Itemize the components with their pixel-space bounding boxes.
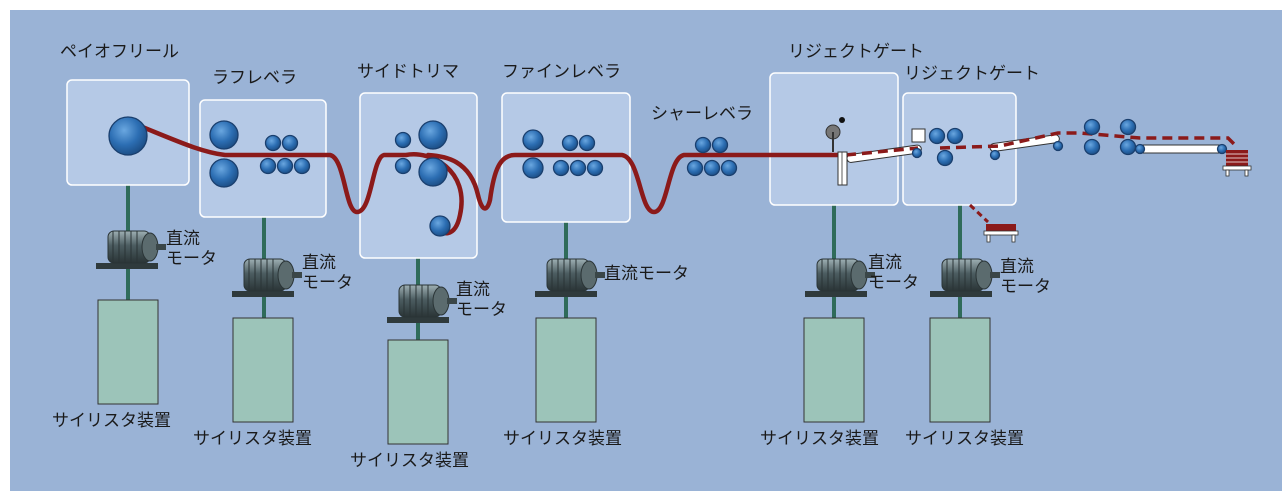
reject-chute [968, 203, 990, 224]
motor-label-6: 直流モータ [1000, 257, 1051, 297]
diagram-panel [10, 10, 1282, 491]
shear-icon [825, 117, 926, 186]
motor-label-1: 直流モータ [166, 229, 217, 269]
motor-label-5: 直流モータ [868, 253, 919, 293]
thyristor-label-4: サイリスタ装置 [503, 429, 622, 449]
thyristor-label-5: サイリスタ装置 [760, 429, 879, 449]
motor-label-3: 直流モータ [456, 280, 507, 320]
thyristor-label-1: サイリスタ装置 [52, 411, 171, 431]
station-title-shear-leveler: シャーレベラ [651, 104, 753, 124]
roller-icon [108, 116, 1228, 237]
strip-path [127, 119, 849, 236]
thyristor-label-6: サイリスタ装置 [905, 429, 1024, 449]
station-title-payoff-reel: ペイオフリール [60, 42, 179, 62]
thyristor-cabinets [97, 299, 991, 445]
station-title-reject-gate-1: リジェクトゲート [788, 42, 924, 62]
thyristor-label-2: サイリスタ装置 [193, 429, 312, 449]
thyristor-label-3: サイリスタ装置 [350, 451, 469, 471]
motor-label-4: 直流モータ [604, 264, 689, 284]
strip-dashed [845, 131, 1240, 157]
cart-icon [983, 150, 1252, 243]
station-title-fine-leveler: ファインレベラ [502, 62, 621, 82]
station-title-reject-gate-2: リジェクトゲート [904, 64, 1040, 84]
station-title-side-trimmer: サイドトリマ [357, 62, 459, 82]
motor-icon [95, 230, 1001, 324]
station-title-rough-leveler: ラフレベラ [212, 68, 297, 88]
motor-label-2: 直流モータ [302, 253, 353, 293]
